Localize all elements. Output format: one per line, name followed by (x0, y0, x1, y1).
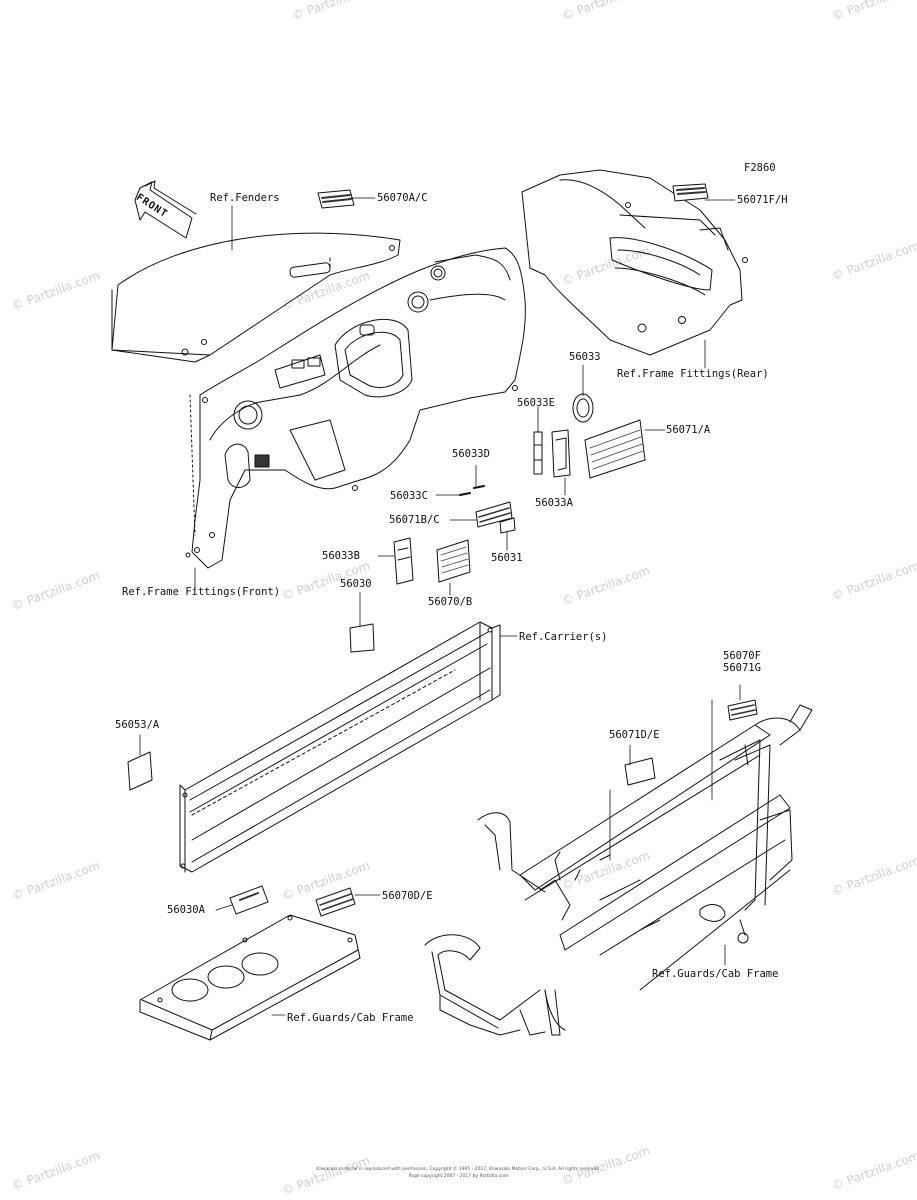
decal-56033b (393, 537, 414, 585)
part-label-56071bc[interactable]: 56071B/C (389, 514, 440, 526)
part-label-56070f[interactable]: 56070F (723, 650, 761, 662)
dashboard-panel (185, 247, 526, 569)
ref-label-fenders[interactable]: Ref.Fenders (210, 192, 280, 204)
part-label-56053a[interactable]: 56053/A (115, 719, 160, 731)
ref-label-frame-fittings-rear[interactable]: Ref.Frame Fittings(Rear) (617, 368, 769, 380)
front-fender (111, 232, 401, 363)
part-label-56031[interactable]: 56031 (491, 552, 523, 564)
part-label-56030[interactable]: 56030 (340, 578, 372, 590)
decal-56033a (551, 429, 571, 478)
decal-56033 (572, 393, 594, 423)
part-label-56070ac[interactable]: 56070A/C (377, 192, 428, 204)
ref-label-guards-cab-frame-right[interactable]: Ref.Guards/Cab Frame (652, 968, 779, 980)
front-arrow-icon (134, 180, 197, 239)
rear-panel (521, 169, 748, 356)
ref-label-frame-fittings-front[interactable]: Ref.Frame Fittings(Front) (122, 586, 281, 598)
decal-56031 (499, 517, 516, 534)
decal-56071de (624, 757, 656, 786)
cab-frame (424, 704, 813, 1036)
ref-label-carriers[interactable]: Ref.Carrier(s) (519, 631, 608, 643)
carrier-box (179, 621, 501, 873)
part-label-56071a[interactable]: 56071/A (666, 424, 711, 436)
part-label-56033e[interactable]: 56033E (517, 397, 555, 409)
part-label-56071de[interactable]: 56071D/E (609, 729, 660, 741)
decal-56030 (349, 623, 375, 653)
copyright-line: Page copyright 2007 - 2017 by Partzilla.… (408, 1174, 509, 1179)
part-label-56033a[interactable]: 56033A (535, 497, 573, 509)
decal-56070ac (317, 189, 355, 209)
floor-panel (139, 914, 361, 1041)
part-label-56033b[interactable]: 56033B (322, 550, 360, 562)
part-label-56030a[interactable]: 56030A (167, 904, 205, 916)
part-label-56033c[interactable]: 56033C (390, 490, 428, 502)
decal-56030a (229, 885, 269, 915)
part-label-56070de[interactable]: 56070D/E (382, 890, 433, 902)
part-label-56033[interactable]: 56033 (569, 351, 601, 363)
decal-56070b (436, 539, 471, 583)
decal-56033e (533, 431, 543, 475)
decal-56071fh (672, 183, 709, 202)
part-label-56071g[interactable]: 56071G (723, 662, 761, 674)
decal-56070f-56071g (727, 699, 758, 721)
decal-56033c (459, 492, 471, 496)
leader-lines (139, 197, 741, 1016)
part-label-56033d[interactable]: 56033D (452, 448, 490, 460)
decal-56071a (584, 419, 646, 479)
ref-label-guards-cab-frame-left[interactable]: Ref.Guards/Cab Frame (287, 1012, 414, 1024)
decal-56053a (127, 751, 153, 791)
copyright-line: Kawasaki material is reproduced with per… (316, 1167, 601, 1172)
decal-56071bc (475, 501, 513, 528)
decal-56070de (315, 887, 356, 917)
decal-56033d (473, 485, 485, 489)
part-label-56071fh[interactable]: 56071F/H (737, 194, 788, 206)
part-label-56070b[interactable]: 56070/B (428, 596, 473, 608)
figure-code: F2860 (744, 162, 776, 174)
